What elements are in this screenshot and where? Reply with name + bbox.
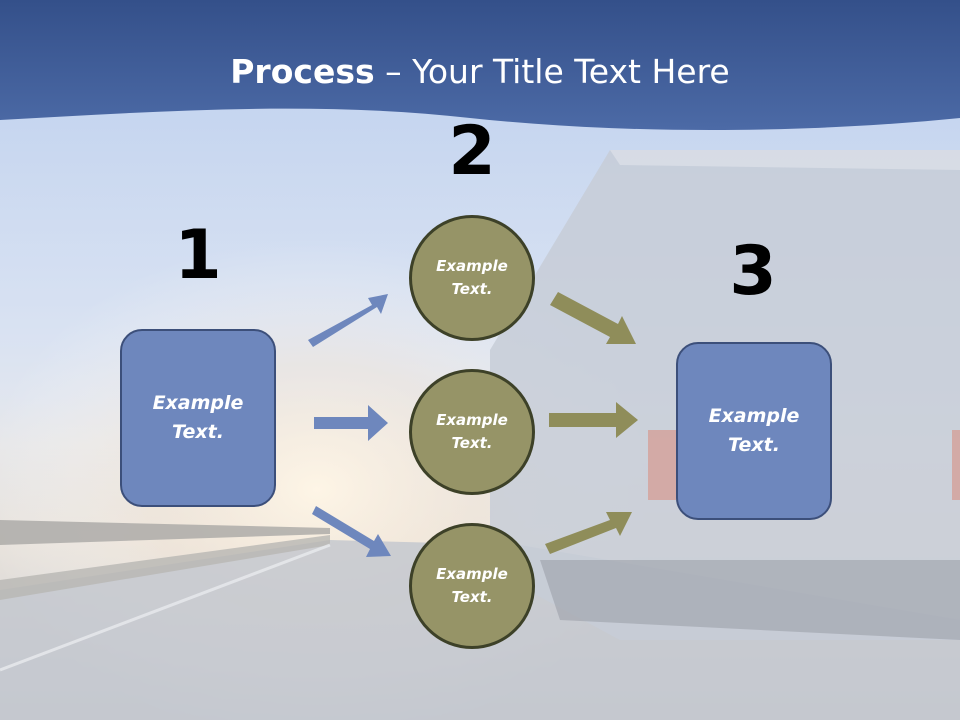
step-number-3: 3 [729, 232, 777, 311]
slide-title: Process – Your Title Text Here [0, 52, 960, 91]
step-2-label-top: Example Text. [436, 257, 508, 298]
step-1-box: Example Text. [120, 329, 276, 507]
step-number-1: 1 [174, 216, 222, 295]
step-2-label-bottom: Example Text. [436, 565, 508, 606]
step-3-box: Example Text. [676, 342, 832, 520]
step-2-circle-top: Example Text. [409, 215, 535, 341]
step-3-label: Example Text. [708, 405, 800, 456]
step-number-2: 2 [448, 112, 496, 191]
step-1-label: Example Text. [152, 392, 244, 443]
step-2-circle-middle: Example Text. [409, 369, 535, 495]
step-2-label-middle: Example Text. [436, 411, 508, 452]
step-2-circle-bottom: Example Text. [409, 523, 535, 649]
title-rest: – Your Title Text Here [374, 52, 730, 91]
title-bold: Process [230, 52, 375, 91]
